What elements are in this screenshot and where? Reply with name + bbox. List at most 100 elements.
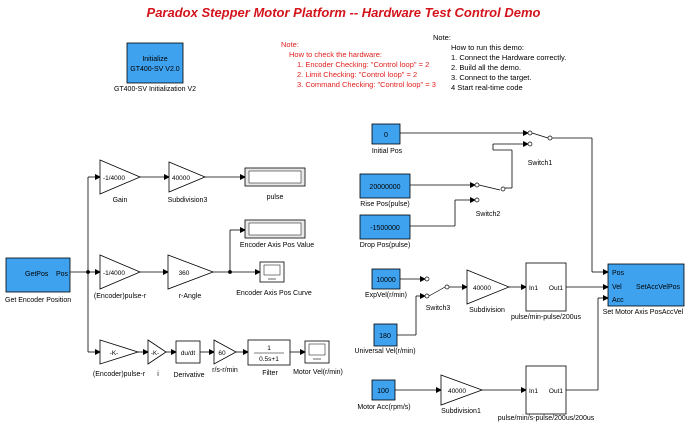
subdivision3-value: 40000 <box>172 175 190 182</box>
get-encoder-position-block[interactable]: GetPos Pos <box>5 257 71 293</box>
gain-caption: Gain <box>112 197 128 204</box>
conv2-caption: pulse/min/s-pulse/200us/200us <box>497 415 595 422</box>
motor-acc-caption: Motor Acc(rpm/s) <box>357 404 411 411</box>
note-right-line: 4 Start real-time code <box>451 83 523 92</box>
switch3[interactable] <box>424 276 450 299</box>
set-acc-vel-pos-block[interactable]: Pos Vel Acc SetAccVelPos <box>607 263 685 307</box>
initial-pos-const[interactable]: 0 <box>371 123 401 145</box>
rise-pos-value: 20000000 <box>369 184 400 191</box>
subdivision-block[interactable]: 40000 <box>466 269 511 305</box>
i-gain-block[interactable]: -K- <box>147 339 167 365</box>
derivative-caption: Derivative <box>173 372 205 379</box>
gain-value: -1/4000 <box>103 175 125 182</box>
motor-acc-const[interactable]: 100 <box>371 379 396 401</box>
note-right-line: 3. Connect to the target. <box>451 73 532 82</box>
filter-caption: Filter <box>262 370 278 377</box>
drop-pos-const[interactable]: -1500000 <box>359 214 411 240</box>
subdivision3-block[interactable]: 40000 <box>168 161 207 193</box>
switch3-caption: Switch3 <box>425 305 451 312</box>
axis-pos-curve-caption: Encoder Axis Pos Curve <box>236 290 312 297</box>
subdivision1-block[interactable]: 40000 <box>440 374 484 406</box>
note-left-heading: Note: <box>281 40 299 49</box>
i-gain-value: -K- <box>151 351 159 357</box>
motor-acc-value: 100 <box>377 388 389 395</box>
filter-num: 1 <box>267 345 271 352</box>
getpos-caption: Get Encoder Position <box>5 297 72 304</box>
subdivision-caption: Subdivision <box>469 307 505 314</box>
note-left-line: 2. Limit Checking: "Control loop" = 2 <box>297 70 418 79</box>
initial-pos-caption: Initial Pos <box>371 148 403 155</box>
init-caption: GT400-SV Initialization V2 <box>113 86 197 93</box>
switch1-caption: Switch1 <box>527 160 553 167</box>
exp-vel-caption: ExpVel(r/min) <box>364 292 407 299</box>
drop-pos-caption: Drop Pos(pulse) <box>359 242 411 249</box>
note-left: Note: How to check the hardware: 1. Enco… <box>281 40 436 90</box>
conv2-in: In1 <box>529 388 538 395</box>
pulse-caption: pulse <box>266 194 284 201</box>
switch1[interactable] <box>527 130 553 147</box>
port-pos: Pos <box>612 270 625 277</box>
note-right: Note: How to run this demo: 1. Connect t… <box>433 33 566 93</box>
motor-vel-caption: Motor Vel(r/min) <box>293 369 343 376</box>
getpos-label: GetPos <box>25 271 49 278</box>
init-block[interactable]: Initialize GT400-SV V2.0 <box>126 42 184 84</box>
r-angle-block[interactable]: 360 <box>167 254 215 290</box>
rs-rmin-value: 60 <box>218 350 226 357</box>
exp-vel-value: 10000 <box>376 277 396 284</box>
subdivision-value: 40000 <box>473 285 491 292</box>
note-left-line: 3. Command Checking: "Control loop" = 3 <box>297 80 436 89</box>
setaccvelpos-caption: Set Motor Axis PosAccVel <box>602 309 684 316</box>
k-gain-block[interactable]: -K- <box>99 339 140 365</box>
exp-vel-const[interactable]: 10000 <box>371 268 401 290</box>
note-right-intro: How to run this demo: <box>451 43 524 52</box>
universal-vel-caption: Universal Vel(r/min) <box>354 348 416 355</box>
filter-block[interactable]: 1 0.5s+1 <box>247 339 291 366</box>
init-line2: GT400-SV V2.0 <box>130 66 180 73</box>
gain-block[interactable]: -1/4000 <box>99 159 142 195</box>
rs-rmin-block[interactable]: 60 <box>213 339 237 365</box>
motor-vel-scope[interactable] <box>304 340 330 364</box>
k-gain-value: -K- <box>110 350 119 357</box>
setaccvelpos-name: SetAccVelPos <box>636 284 680 291</box>
note-right-line: 2. Build all the demo. <box>451 63 522 72</box>
rise-pos-const[interactable]: 20000000 <box>359 173 411 199</box>
derivative-block[interactable]: du/dt <box>175 340 201 364</box>
axis-pos-value-caption: Encoder Axis Pos Value <box>239 242 315 249</box>
conv1-caption: pulse/min-pulse/200us <box>510 314 582 321</box>
switch2[interactable] <box>474 182 506 203</box>
subdivision1-value: 40000 <box>448 388 466 395</box>
subdivision1-caption: Subdivision1 <box>441 408 481 415</box>
subdivision3-caption: Subdivision3 <box>167 197 208 204</box>
derivative-value: du/dt <box>181 350 196 357</box>
note-left-intro: How to check the hardware: <box>289 50 382 59</box>
pulse-display[interactable] <box>244 167 306 187</box>
filter-den: 0.5s+1 <box>259 356 279 363</box>
conv1-out: Out1 <box>549 285 563 292</box>
r-angle-caption: r-Angle <box>178 293 202 300</box>
rs-rmin-caption: r/s-r/min <box>212 367 238 374</box>
pulse-r-gain-caption: (Encoder)pulse-r <box>93 293 147 300</box>
switch2-caption: Switch2 <box>475 211 501 218</box>
universal-vel-const[interactable]: 180 <box>373 323 398 347</box>
axis-pos-curve-scope[interactable] <box>259 261 285 283</box>
initial-pos-value: 0 <box>384 132 388 139</box>
note-left-line: 1. Encoder Checking: "Control loop" = 2 <box>297 60 430 69</box>
note-right-line: 1. Connect the Hardware correctly. <box>451 53 567 62</box>
drop-pos-value: -1500000 <box>370 225 400 232</box>
universal-vel-value: 180 <box>379 333 391 340</box>
conv2-subsystem[interactable]: In1 Out1 <box>525 365 567 415</box>
pulse-r-gain-block[interactable]: -1/4000 <box>99 254 142 290</box>
port-acc: Acc <box>612 297 624 304</box>
getpos-port: Pos <box>56 271 69 278</box>
conv1-subsystem[interactable]: In1 Out1 <box>525 262 567 312</box>
conv2-out: Out1 <box>549 388 563 395</box>
pulse-r-gain-value: -1/4000 <box>103 270 125 277</box>
init-line1: Initialize <box>142 56 167 63</box>
axis-pos-value-display[interactable] <box>244 219 306 239</box>
page-title: Paradox Stepper Motor Platform -- Hardwa… <box>146 5 541 20</box>
note-right-heading: Note: <box>433 33 451 42</box>
conv1-in: In1 <box>529 285 538 292</box>
k-gain-caption: (Encoder)pulse-r <box>92 371 146 378</box>
i-gain-caption: i <box>157 371 159 378</box>
